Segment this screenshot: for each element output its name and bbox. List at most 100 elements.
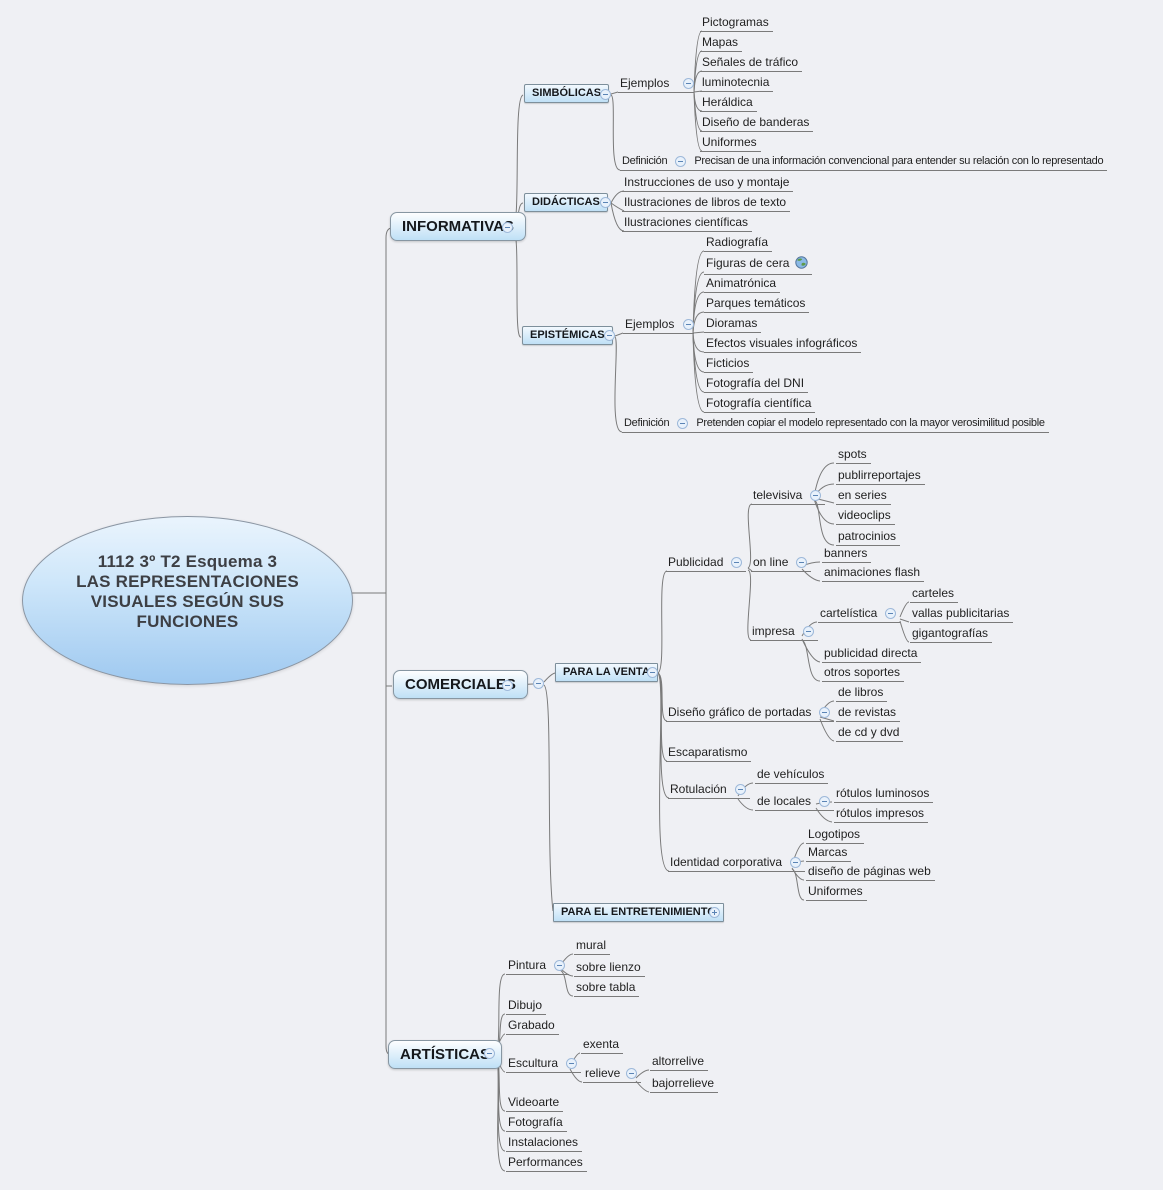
topic-spots[interactable]: spots [836,446,871,464]
topic-de-cd-y-dvd[interactable]: de cd y dvd [836,724,904,742]
topic-altorrelive[interactable]: altorrelive [650,1053,709,1071]
topic-diseno-grafico-de-portadas[interactable]: Diseño gráfico de portadas [666,704,835,722]
collapse-icon-comerciales[interactable] [502,680,513,691]
topic-gigantografias[interactable]: gigantografías [910,625,993,643]
collapse-icon-de-locales[interactable] [819,795,831,807]
topic-de-locales[interactable]: de locales [755,793,835,811]
topic-rotulacion[interactable]: Rotulación [668,781,750,799]
collapse-icon-didacticas[interactable] [600,197,611,208]
topic-figuras-de-cera[interactable]: Figuras de cera [704,255,813,275]
topic-epistemicas[interactable]: EPISTÉMICAS [522,326,613,345]
topic-senales-de-trafico[interactable]: Señales de tráfico [700,54,803,72]
topic-instrucciones-uso-montaje[interactable]: Instrucciones de uso y montaje [622,174,794,192]
topic-escultura[interactable]: Escultura [506,1055,582,1073]
collapse-icon-para-la-venta[interactable] [647,667,658,678]
topic-grabado[interactable]: Grabado [506,1017,559,1035]
topic-carteles[interactable]: carteles [910,585,959,603]
topic-televisiva[interactable]: televisiva [751,487,826,505]
topic-de-vehiculos[interactable]: de vehículos [755,766,829,784]
central-topic[interactable]: 1112 3º T2 Esquema 3 LAS REPRESENTACIONE… [22,516,353,685]
collapse-icon-impresa[interactable] [802,625,814,637]
topic-animatronica[interactable]: Animatrónica [704,275,781,293]
collapse-icon-definicion-simbolicas[interactable] [675,155,687,167]
collapse-icon-epistemicas[interactable] [604,330,615,341]
topic-definicion-epistemicas[interactable]: Definición Pretenden copiar el modelo re… [622,415,1049,433]
topic-videoclips[interactable]: videoclips [836,507,895,525]
topic-logotipos[interactable]: Logotipos [806,826,865,844]
topic-publicidad[interactable]: Publicidad [666,554,747,572]
topic-publirreportajes[interactable]: publirreportajes [836,467,925,485]
collapse-icon-portadas[interactable] [819,706,831,718]
collapse-icon-ejemplos-simbolicas[interactable] [683,77,694,89]
topic-de-revistas[interactable]: de revistas [836,704,901,722]
topic-sobre-lienzo[interactable]: sobre lienzo [574,959,645,977]
collapse-icon-rotulacion[interactable] [734,783,746,795]
topic-ejemplos-simbolicas[interactable]: Ejemplos [618,75,694,93]
topic-cartelistica[interactable]: cartelística [818,605,901,623]
topic-simbolicas[interactable]: SIMBÓLICAS [524,84,610,103]
topic-identidad-corporativa[interactable]: Identidad corporativa [668,854,806,872]
topic-escaparatismo[interactable]: Escaparatismo [666,744,752,762]
collapse-icon-definicion-epistemicas[interactable] [677,417,689,429]
topic-marcas[interactable]: Marcas [806,844,852,862]
topic-uniformes-identidad[interactable]: Uniformes [806,883,867,901]
expand-icon-para-el-entretenimiento[interactable] [709,907,720,918]
collapse-icon-on-line[interactable] [796,556,808,568]
topic-diseno-de-banderas[interactable]: Diseño de banderas [700,114,814,132]
topic-publicidad-directa[interactable]: publicidad directa [822,645,922,663]
collapse-icon-televisiva[interactable] [810,489,822,501]
topic-exenta[interactable]: exenta [581,1036,624,1054]
collapse-icon-artisticas[interactable] [484,1048,495,1059]
topic-patrocinios[interactable]: patrocinios [836,528,901,546]
topic-rotulos-impresos[interactable]: rótulos impresos [834,805,929,823]
topic-definicion-simbolicas[interactable]: Definición Precisan de una información c… [620,153,1108,171]
topic-ilustraciones-cientificas[interactable]: Ilustraciones científicas [622,214,753,232]
topic-dioramas[interactable]: Dioramas [704,315,762,333]
topic-otros-soportes[interactable]: otros soportes [822,664,905,682]
topic-bajorrelieve[interactable]: bajorrelieve [650,1075,719,1093]
topic-fotografia-del-dni[interactable]: Fotografía del DNI [704,375,809,393]
topic-parques-tematicos[interactable]: Parques temáticos [704,295,810,313]
topic-impresa[interactable]: impresa [750,623,818,641]
topic-diseno-de-paginas-web[interactable]: diseño de páginas web [806,863,935,881]
topic-mural[interactable]: mural [574,937,611,955]
topic-pintura[interactable]: Pintura [506,957,570,975]
topic-heraldica[interactable]: Heráldica [700,94,757,112]
collapse-icon-escultura[interactable] [566,1057,578,1069]
collapse-icon-informativas[interactable] [502,222,513,233]
collapse-icon-identidad[interactable] [790,856,802,868]
topic-luminotecnia[interactable]: luminotecnia [700,74,774,92]
topic-performances[interactable]: Performances [506,1154,587,1172]
topic-ilustraciones-libros-texto[interactable]: Ilustraciones de libros de texto [622,194,791,212]
topic-dibujo[interactable]: Dibujo [506,997,547,1015]
topic-mapas[interactable]: Mapas [700,34,743,52]
collapse-icon-cartelistica[interactable] [885,607,897,619]
topic-efectos-visuales-infograficos[interactable]: Efectos visuales infográficos [704,335,862,353]
topic-fotografia[interactable]: Fotografía [506,1114,567,1132]
topic-sobre-tabla[interactable]: sobre tabla [574,979,640,997]
globe-hyperlink-icon[interactable] [795,256,809,272]
topic-de-libros[interactable]: de libros [836,684,888,702]
topic-en-series[interactable]: en series [836,487,891,505]
topic-ficticios[interactable]: Ficticios [704,355,754,373]
topic-para-la-venta[interactable]: PARA LA VENTA [555,663,658,682]
topic-para-el-entretenimiento[interactable]: PARA EL ENTRETENIMIENTO [553,903,724,922]
collapse-icon-pintura[interactable] [554,959,566,971]
topic-banners[interactable]: banners [822,545,872,563]
collapse-icon-comerciales-children[interactable] [533,678,544,689]
topic-relieve[interactable]: relieve [583,1065,642,1083]
collapse-icon-publicidad[interactable] [731,556,743,568]
topic-comerciales[interactable]: COMERCIALES [393,670,528,699]
topic-fotografia-cientifica[interactable]: Fotografía científica [704,395,816,413]
collapse-icon-relieve[interactable] [626,1067,638,1079]
topic-artisticas[interactable]: ARTÍSTICAS [388,1040,502,1069]
topic-pictogramas[interactable]: Pictogramas [700,14,773,32]
topic-animaciones-flash[interactable]: animaciones flash [822,564,925,582]
collapse-icon-simbolicas[interactable] [600,89,611,100]
topic-didacticas[interactable]: DIDÁCTICAS [524,193,608,212]
collapse-icon-ejemplos-epistemicas[interactable] [683,318,694,330]
topic-ejemplos-epistemicas[interactable]: Ejemplos [623,316,694,334]
topic-radiografia[interactable]: Radiografía [704,234,773,252]
topic-instalaciones[interactable]: Instalaciones [506,1134,583,1152]
topic-videoarte[interactable]: Videoarte [506,1094,564,1112]
